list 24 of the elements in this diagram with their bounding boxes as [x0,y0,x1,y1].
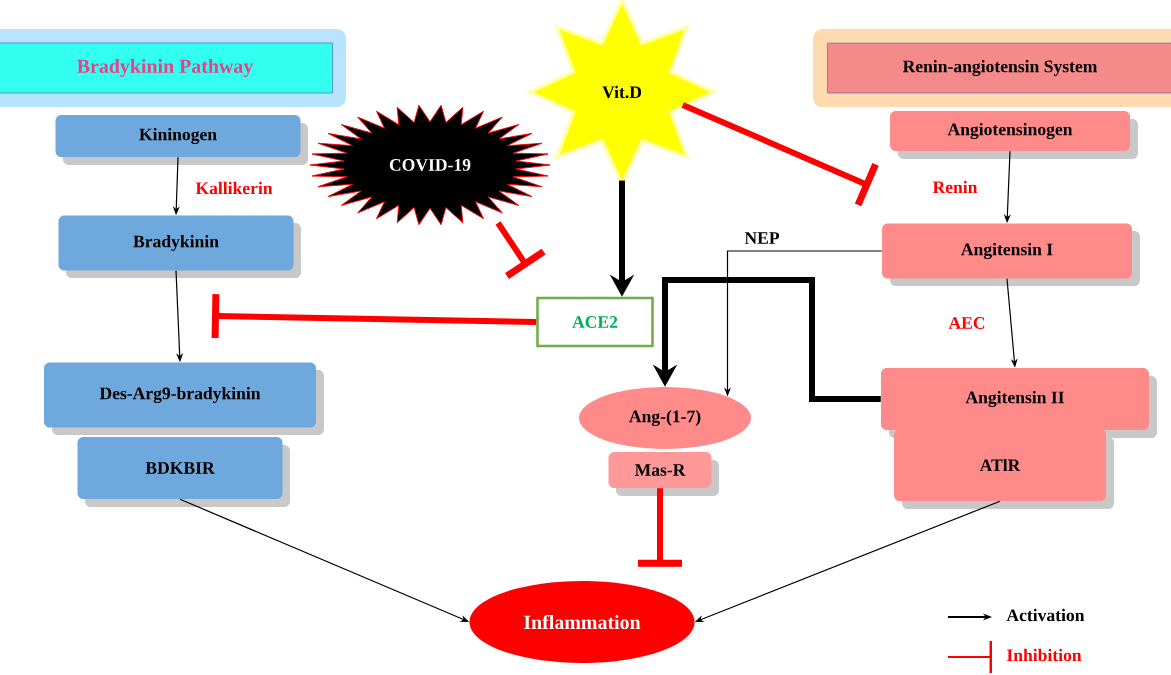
process-box: Bradykinin [58,215,301,278]
node-label: ATlR [979,458,1021,472]
process-box: Kininogen [55,115,308,165]
inhibition-line [638,488,682,567]
heading-box: Bradykinin Pathway [0,29,346,107]
legend-label: Inhibition [1007,648,1082,662]
process-box: ATlR [894,429,1114,509]
node-label: Angitensin II [965,390,1064,408]
edge-label: Renin [931,179,979,195]
process-box: Angitensin II [881,368,1157,438]
edge-label: NEP [743,231,781,245]
process-box: Des-Arg9-bradykinin [44,362,324,435]
inhibition-line [211,294,537,339]
legend-label: Activation [1006,608,1085,622]
heading-box: Renin-angiotensin System [813,29,1171,107]
process-box: Angitensin I [882,223,1140,286]
enzyme-box: ACE2 [536,296,654,348]
process-box: BDKBIR [77,437,290,507]
process-box: Mas-R [608,452,719,496]
process-box: Angiotensinogen [890,111,1138,159]
oval-node: Ang-(1-7) [579,387,751,449]
oval-node: Inflammation [469,581,695,663]
edge-label: Kallikerin [194,180,274,196]
edge-label: AEC [947,315,987,331]
